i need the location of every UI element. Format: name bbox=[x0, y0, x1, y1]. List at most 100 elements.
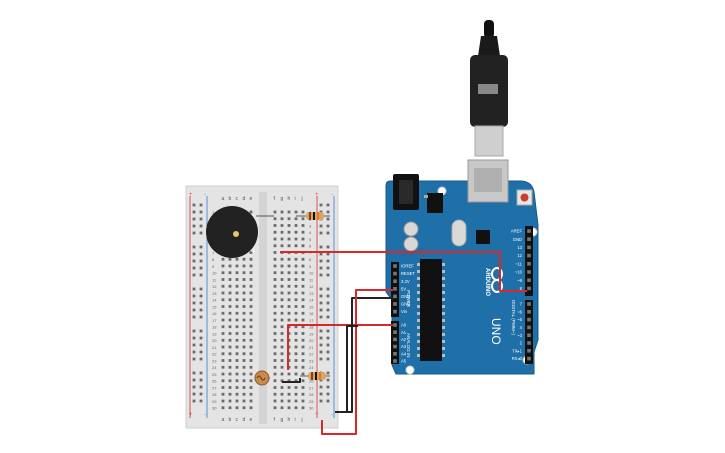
breadboard-hole[interactable] bbox=[235, 257, 239, 261]
rail-hole[interactable] bbox=[199, 392, 203, 396]
breadboard-hole[interactable] bbox=[242, 365, 246, 369]
breadboard-hole[interactable] bbox=[273, 230, 277, 234]
rail-hole[interactable] bbox=[319, 385, 323, 389]
breadboard-hole[interactable] bbox=[287, 210, 291, 214]
breadboard-hole[interactable] bbox=[287, 237, 291, 241]
breadboard-hole[interactable] bbox=[221, 386, 225, 389]
breadboard-hole[interactable] bbox=[280, 237, 284, 241]
breadboard-hole[interactable] bbox=[235, 305, 239, 308]
breadboard-hole[interactable] bbox=[280, 392, 284, 396]
rail-hole[interactable] bbox=[319, 343, 323, 347]
rail-hole[interactable] bbox=[326, 217, 330, 221]
breadboard-hole[interactable] bbox=[242, 359, 246, 362]
rail-hole[interactable] bbox=[319, 301, 323, 305]
breadboard-hole[interactable] bbox=[287, 271, 291, 275]
rail-hole[interactable] bbox=[319, 294, 323, 298]
rail-hole[interactable] bbox=[199, 294, 203, 298]
breadboard-hole[interactable] bbox=[294, 406, 298, 410]
rail-hole[interactable] bbox=[319, 259, 323, 263]
breadboard-hole[interactable] bbox=[242, 257, 246, 261]
breadboard-hole[interactable] bbox=[294, 217, 298, 221]
breadboard-hole[interactable] bbox=[273, 311, 277, 315]
breadboard-hole[interactable] bbox=[221, 406, 225, 410]
breadboard-hole[interactable] bbox=[280, 305, 284, 308]
breadboard-hole[interactable] bbox=[221, 278, 225, 281]
breadboard-hole[interactable] bbox=[221, 332, 225, 335]
breadboard-hole[interactable] bbox=[287, 257, 291, 261]
rail-hole[interactable] bbox=[199, 259, 203, 263]
rail-hole[interactable] bbox=[199, 315, 203, 319]
breadboard-hole[interactable] bbox=[273, 332, 277, 335]
breadboard-hole[interactable] bbox=[273, 305, 277, 308]
rail-hole[interactable] bbox=[326, 371, 330, 375]
breadboard-hole[interactable] bbox=[228, 372, 232, 376]
breadboard-hole[interactable] bbox=[287, 386, 291, 389]
breadboard-hole[interactable] bbox=[273, 359, 277, 362]
rail-hole[interactable] bbox=[199, 336, 203, 340]
breadboard-hole[interactable] bbox=[273, 352, 277, 356]
rail-hole[interactable] bbox=[199, 399, 203, 403]
breadboard-hole[interactable] bbox=[249, 305, 253, 308]
header-pin[interactable] bbox=[393, 323, 397, 327]
breadboard-hole[interactable] bbox=[294, 386, 298, 389]
breadboard-hole[interactable] bbox=[287, 311, 291, 315]
breadboard-hole[interactable] bbox=[280, 345, 284, 349]
breadboard-hole[interactable] bbox=[301, 399, 305, 403]
rail-hole[interactable] bbox=[326, 287, 330, 291]
breadboard-hole[interactable] bbox=[287, 230, 291, 234]
breadboard-hole[interactable] bbox=[221, 271, 225, 275]
breadboard-hole[interactable] bbox=[280, 332, 284, 335]
breadboard-hole[interactable] bbox=[287, 305, 291, 308]
breadboard-hole[interactable] bbox=[301, 406, 305, 410]
rail-hole[interactable] bbox=[319, 350, 323, 354]
reset-button-cap[interactable] bbox=[520, 193, 529, 202]
breadboard-hole[interactable] bbox=[273, 224, 277, 227]
rail-hole[interactable] bbox=[199, 203, 203, 207]
rail-hole[interactable] bbox=[199, 343, 203, 347]
breadboard-hole[interactable] bbox=[235, 365, 239, 369]
header-pin[interactable] bbox=[393, 352, 397, 356]
photoresistor[interactable] bbox=[254, 370, 270, 386]
breadboard-hole[interactable] bbox=[280, 230, 284, 234]
rail-hole[interactable] bbox=[192, 252, 196, 256]
breadboard-hole[interactable] bbox=[242, 311, 246, 315]
header-pin[interactable] bbox=[393, 309, 397, 314]
breadboard-hole[interactable] bbox=[280, 372, 284, 376]
breadboard-hole[interactable] bbox=[280, 379, 284, 383]
breadboard-hole[interactable] bbox=[294, 271, 298, 275]
rail-hole[interactable] bbox=[199, 210, 203, 214]
breadboard-hole[interactable] bbox=[294, 224, 298, 227]
rail-hole[interactable] bbox=[199, 273, 203, 277]
breadboard-hole[interactable] bbox=[228, 406, 232, 410]
breadboard-hole[interactable] bbox=[294, 392, 298, 396]
breadboard-hole[interactable] bbox=[280, 264, 284, 268]
breadboard-hole[interactable] bbox=[273, 257, 277, 261]
breadboard-hole[interactable] bbox=[273, 217, 277, 221]
breadboard-hole[interactable] bbox=[280, 291, 284, 295]
breadboard-hole[interactable] bbox=[235, 284, 239, 288]
breadboard-hole[interactable] bbox=[242, 406, 246, 410]
breadboard-hole[interactable] bbox=[228, 386, 232, 389]
breadboard-hole[interactable] bbox=[235, 372, 239, 376]
breadboard-hole[interactable] bbox=[287, 406, 291, 410]
breadboard-hole[interactable] bbox=[280, 318, 284, 322]
breadboard-hole[interactable] bbox=[294, 345, 298, 349]
header-pin[interactable] bbox=[527, 262, 531, 266]
wires[interactable] bbox=[280, 251, 527, 435]
breadboard-hole[interactable] bbox=[294, 365, 298, 369]
breadboard-hole[interactable] bbox=[249, 264, 253, 268]
header-pin[interactable] bbox=[527, 302, 531, 306]
breadboard-hole[interactable] bbox=[280, 386, 284, 389]
resistor-top[interactable] bbox=[296, 212, 330, 220]
breadboard-hole[interactable] bbox=[221, 257, 225, 261]
breadboard-hole[interactable] bbox=[294, 264, 298, 268]
breadboard-hole[interactable] bbox=[287, 224, 291, 227]
rail-hole[interactable] bbox=[319, 231, 323, 235]
breadboard-hole[interactable] bbox=[249, 352, 253, 356]
rail-hole[interactable] bbox=[326, 266, 330, 270]
breadboard-hole[interactable] bbox=[273, 399, 277, 403]
breadboard-hole[interactable] bbox=[242, 284, 246, 288]
rail-hole[interactable] bbox=[326, 336, 330, 340]
breadboard-hole[interactable] bbox=[280, 352, 284, 356]
rail-hole[interactable] bbox=[192, 378, 196, 382]
